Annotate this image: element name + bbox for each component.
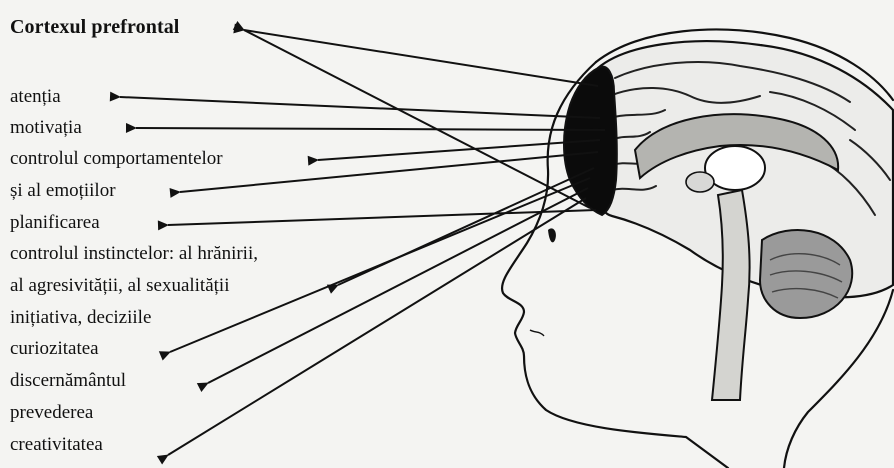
- ear-mark: [530, 330, 544, 336]
- arrow-emotions: [180, 152, 598, 192]
- arrow-behavior: [318, 140, 600, 160]
- arrow-attention: [120, 97, 600, 118]
- arrow-curiosity: [170, 178, 590, 352]
- arrow-motivation: [136, 128, 605, 130]
- brain-illustration-icon: [564, 41, 893, 400]
- eye-mark: [548, 228, 556, 242]
